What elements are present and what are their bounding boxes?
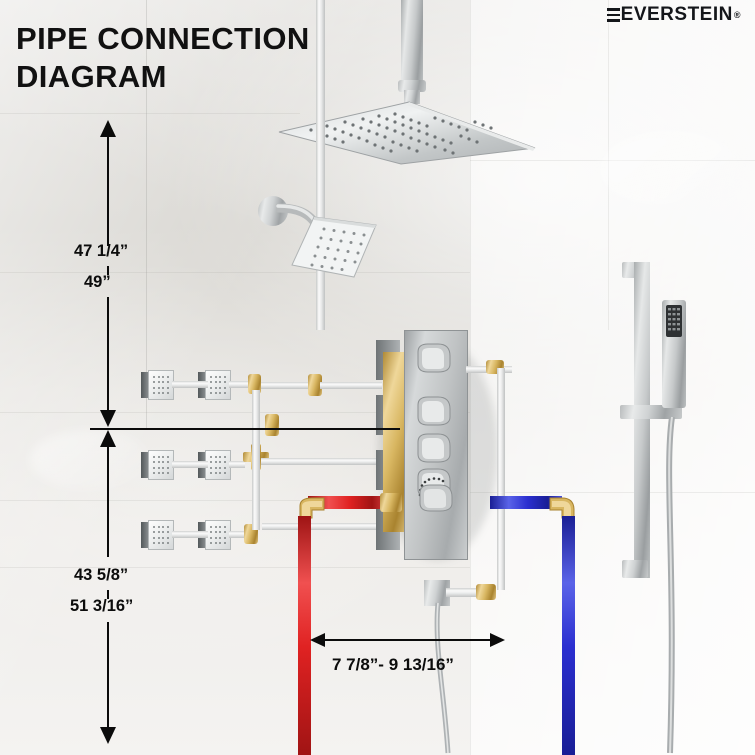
dimension-top-secondary: 49”	[84, 273, 111, 291]
wall-shower-head	[291, 216, 377, 278]
dimension-tick	[107, 266, 109, 275]
hand-shower-riser-pipe	[497, 368, 505, 513]
brass-elbow	[476, 584, 496, 600]
dimension-tick	[107, 590, 109, 599]
slide-bar-bracket-bottom	[622, 560, 648, 578]
hot-elbow	[299, 497, 325, 519]
hand-shower-hose	[434, 602, 451, 754]
page-title-line2: DIAGRAM	[16, 58, 167, 94]
dimension-arrow-bottom	[100, 727, 116, 744]
dimension-bottom-secondary: 51 3/16”	[70, 597, 134, 615]
tile-seam	[0, 412, 470, 414]
brass-fitting-hot	[380, 493, 402, 512]
page-title-line1: PIPE CONNECTION	[16, 21, 310, 56]
body-jet	[141, 520, 174, 550]
marble-vein	[600, 130, 750, 210]
hand-shower-holder	[620, 405, 682, 419]
tile-seam	[0, 272, 470, 274]
tile-seam	[470, 492, 755, 494]
hand-shower-outlet-pipe	[446, 588, 480, 597]
jet-link-pipe	[172, 381, 208, 388]
tile-seam	[146, 0, 148, 430]
width-arrow-left	[310, 633, 325, 647]
body-jet	[198, 450, 231, 480]
jet-link-pipe	[172, 531, 208, 538]
slide-bar	[634, 262, 650, 578]
jet-link-pipe	[229, 381, 253, 388]
registered-mark: ®	[733, 10, 741, 20]
jet-feed-pipe	[261, 458, 381, 465]
jet-feed-pipe	[261, 382, 311, 389]
jet-link-pipe	[229, 461, 245, 468]
jet-riser-pipe	[252, 390, 260, 530]
dimension-line-mid	[107, 297, 109, 415]
brand-logo: EVERSTEIN ®	[606, 4, 741, 26]
cold-supply-pipe-vertical	[562, 516, 575, 755]
width-dimension-line	[322, 639, 492, 641]
dimension-arrow-mid-down	[100, 410, 116, 427]
cold-elbow	[549, 497, 575, 519]
ceiling-arm-collar	[398, 80, 426, 92]
hand-shower-riser-pipe	[497, 505, 505, 590]
dimension-line-upper	[107, 136, 109, 246]
thermostatic-dial	[418, 477, 453, 512]
ceiling-shower-arm	[401, 0, 423, 82]
body-jet	[141, 450, 174, 480]
hot-supply-pipe-vertical	[298, 516, 311, 755]
slide-bar-hose	[666, 416, 675, 754]
reference-line-horizontal	[90, 428, 400, 430]
brass-elbow	[308, 374, 322, 396]
dimension-line-bottom	[107, 622, 109, 728]
tile-seam	[470, 0, 472, 755]
body-jet	[198, 370, 231, 400]
dimension-arrow-mid-up	[100, 430, 116, 447]
dimension-bottom-primary: 43 5/8”	[74, 566, 129, 584]
width-arrow-right	[490, 633, 505, 647]
valve-handle	[417, 433, 451, 463]
jet-link-pipe	[172, 461, 208, 468]
body-jet	[141, 370, 174, 400]
dimension-line-lower	[107, 447, 109, 557]
hand-shower-wall-outlet	[424, 580, 450, 606]
tile-seam	[0, 567, 470, 569]
jet-link-pipe	[229, 531, 245, 538]
wall-right-panel	[470, 0, 755, 755]
hot-supply-pipe	[308, 496, 388, 509]
valve-handle	[417, 396, 451, 426]
hand-shower-nozzle-grid-icon	[668, 308, 680, 331]
valve-handle	[417, 343, 451, 373]
brass-elbow	[248, 374, 261, 394]
tile-seam	[0, 113, 300, 115]
ceiling-shower-swivel	[404, 90, 420, 104]
brand-name: EVERSTEIN	[620, 4, 733, 25]
jet-feed-pipe	[262, 523, 382, 530]
logo-bars-icon	[606, 8, 620, 22]
dimension-top-primary: 47 1/4”	[74, 242, 129, 260]
jet-feed-pipe	[320, 382, 382, 389]
ceiling-rain-shower-head	[278, 101, 536, 165]
width-dimension-label: 7 7/8”- 9 13/16”	[332, 655, 454, 674]
page-title: PIPE CONNECTION DIAGRAM	[16, 20, 310, 96]
ceiling-shower-riser-pipe	[316, 0, 325, 330]
tile-seam	[0, 500, 300, 502]
brass-elbow	[265, 414, 279, 436]
dimension-arrow-top	[100, 120, 116, 137]
marble-vein	[30, 430, 150, 490]
cold-supply-pipe	[490, 496, 562, 509]
body-jet	[198, 520, 231, 550]
